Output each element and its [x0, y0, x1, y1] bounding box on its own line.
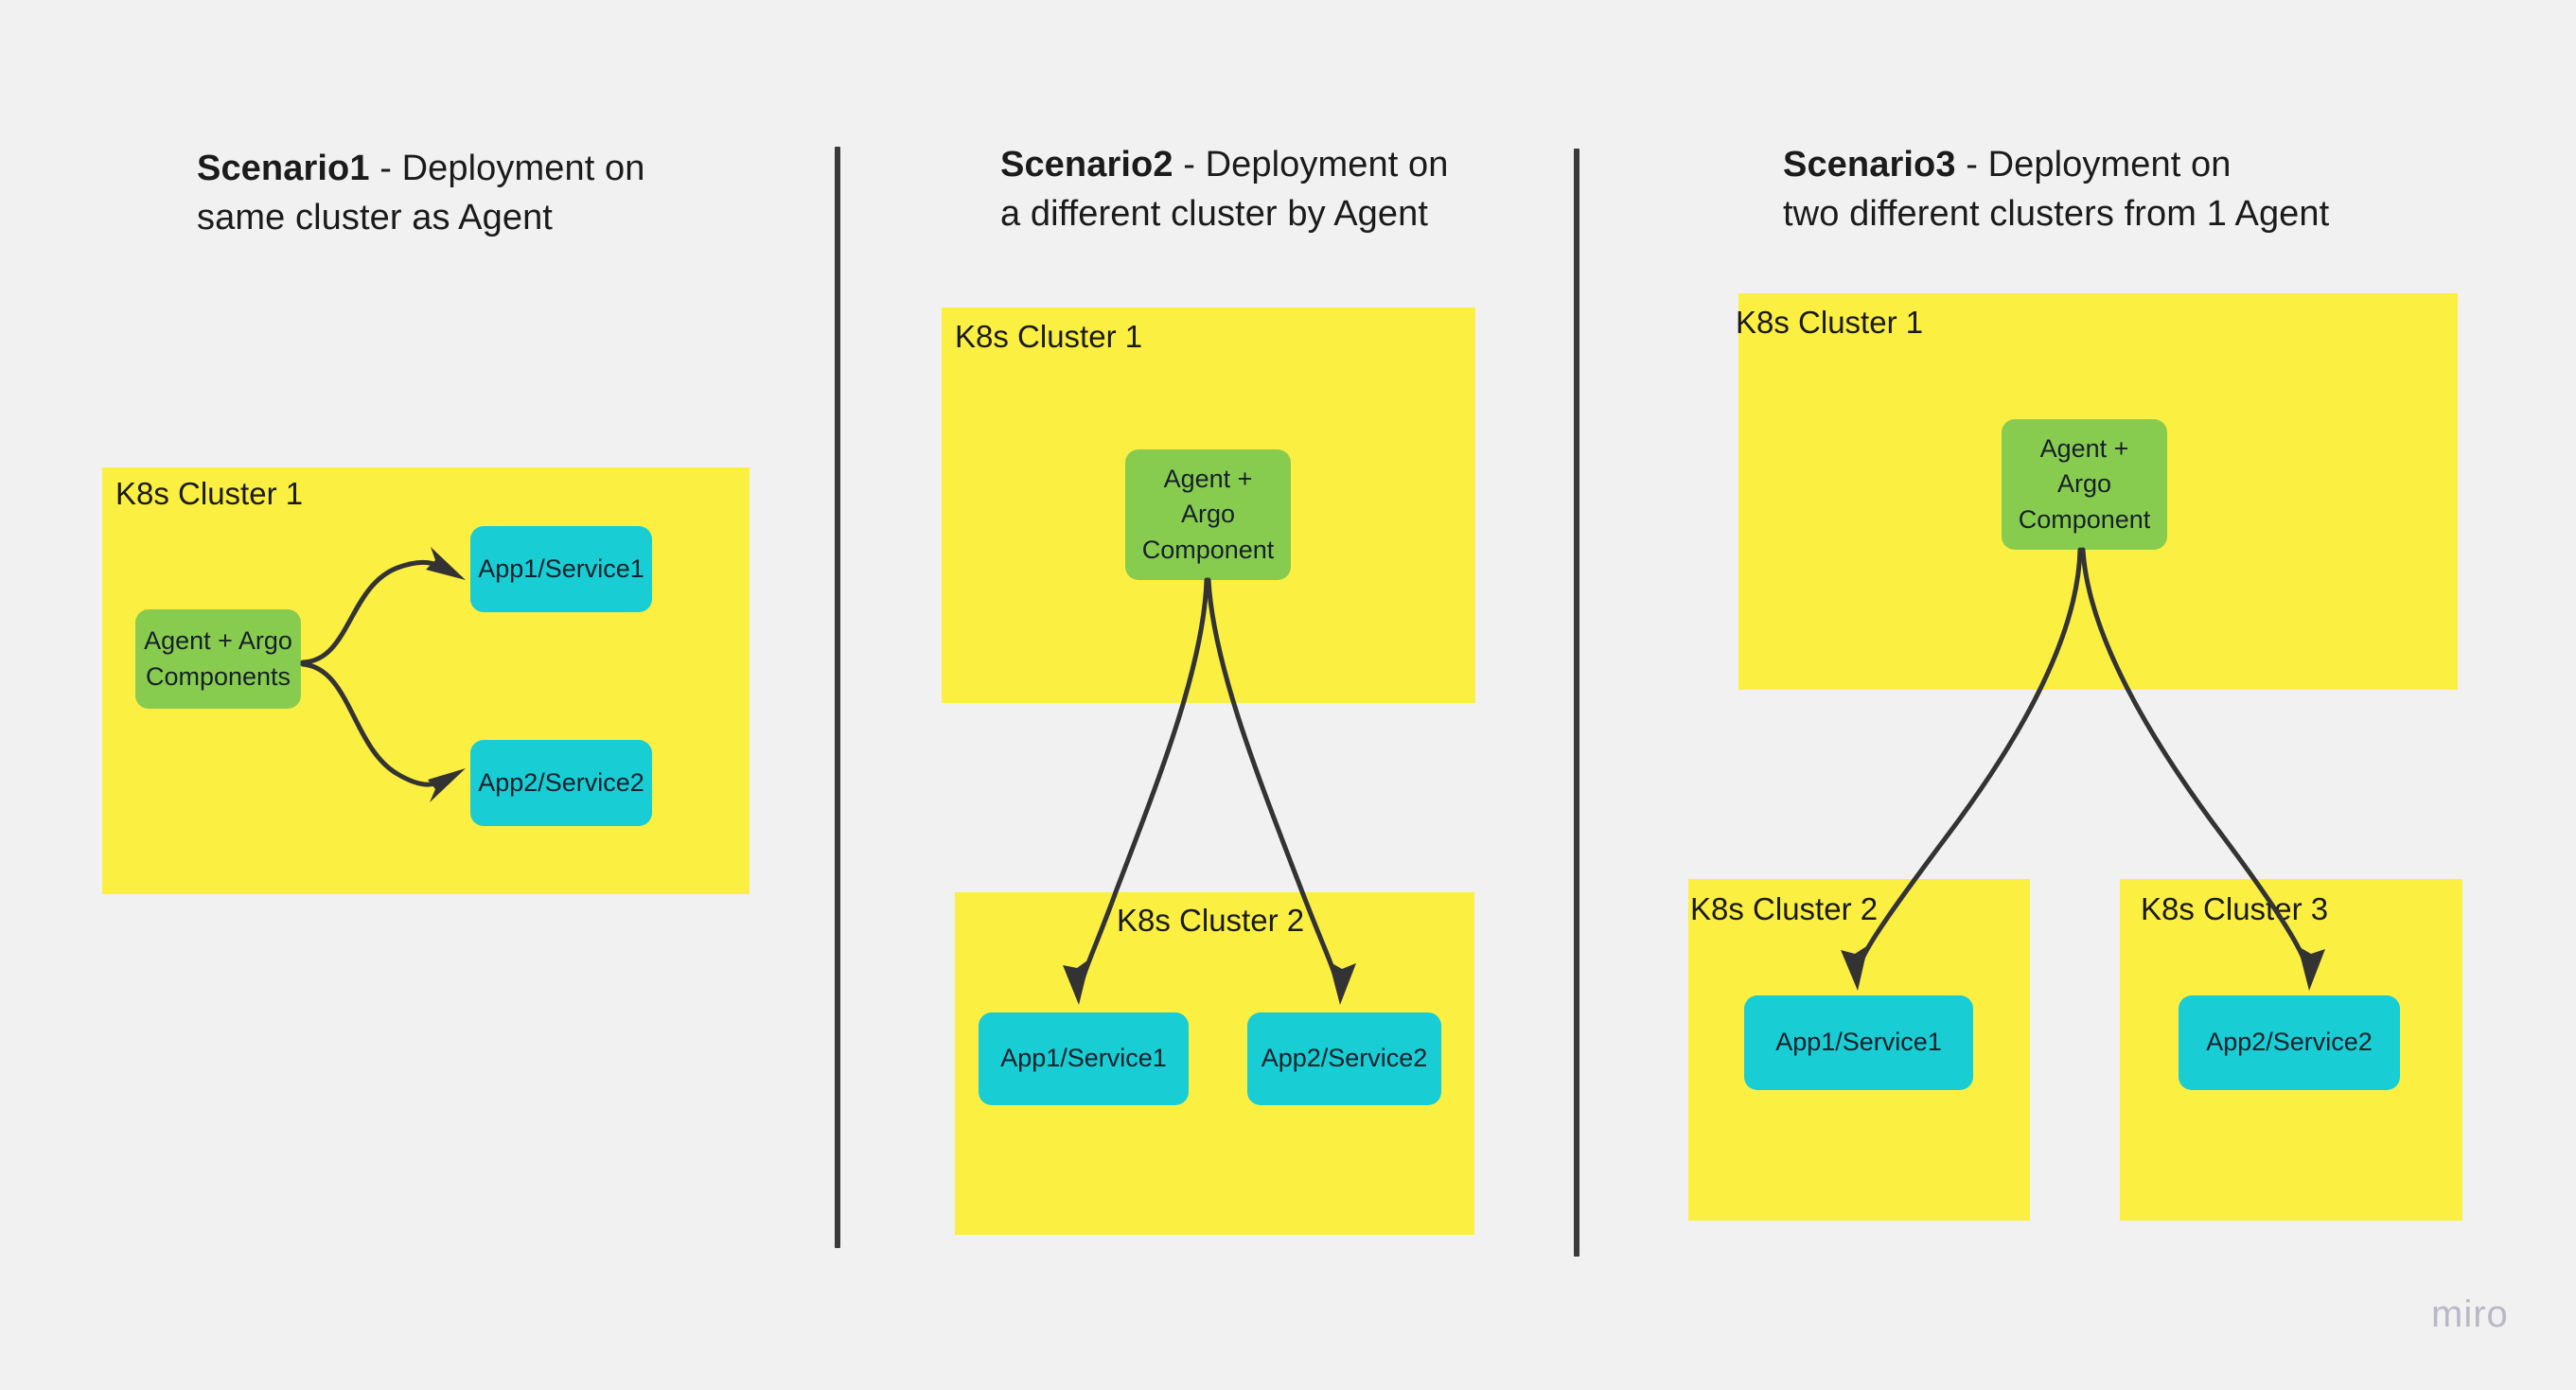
- scenario-3-title: Scenario3 - Deployment on two different …: [1783, 140, 2445, 239]
- node-s3-app1[interactable]: App1/Service1: [1744, 995, 1973, 1090]
- node-s2-app2[interactable]: App2/Service2: [1247, 1012, 1441, 1105]
- scenario-2-name: Scenario2: [1000, 145, 1173, 185]
- scenario-1-description: - Deployment on same cluster as Agent: [197, 149, 645, 238]
- node-s2-app1[interactable]: App1/Service1: [979, 1012, 1189, 1105]
- node-s2-agent[interactable]: Agent + Argo Component: [1125, 449, 1291, 580]
- column-divider-2: [1574, 149, 1579, 1257]
- cluster-label-s2-cluster-1: K8s Cluster 1: [955, 319, 1143, 354]
- cluster-label-s3-cluster-1: K8s Cluster 1: [1736, 305, 1924, 340]
- scenario-2-title: Scenario2 - Deployment on a different cl…: [1000, 140, 1587, 239]
- cluster-label-s1-cluster-1: K8s Cluster 1: [115, 476, 304, 511]
- node-s1-app1[interactable]: App1/Service1: [470, 526, 652, 612]
- node-s1-agent[interactable]: Agent + Argo Components: [135, 609, 301, 709]
- cluster-label-s3-cluster-2: K8s Cluster 2: [1690, 891, 1879, 926]
- node-s3-agent[interactable]: Agent + Argo Component: [2002, 419, 2167, 550]
- scenario-1-title: Scenario1 - Deployment on same cluster a…: [197, 144, 784, 243]
- node-s1-app2[interactable]: App2/Service2: [470, 740, 652, 826]
- miro-watermark: miro: [2431, 1293, 2509, 1335]
- column-divider-1: [835, 147, 840, 1248]
- scenario-3-description: - Deployment on two different clusters f…: [1783, 145, 2330, 235]
- scenario-3-name: Scenario3: [1783, 145, 1956, 185]
- cluster-label-s3-cluster-3: K8s Cluster 3: [2141, 891, 2329, 926]
- node-s3-app2[interactable]: App2/Service2: [2179, 995, 2400, 1090]
- cluster-label-s2-cluster-2: K8s Cluster 2: [1117, 903, 1305, 938]
- scenario-1-name: Scenario1: [197, 149, 370, 188]
- scenario-2-description: - Deployment on a different cluster by A…: [1000, 145, 1449, 235]
